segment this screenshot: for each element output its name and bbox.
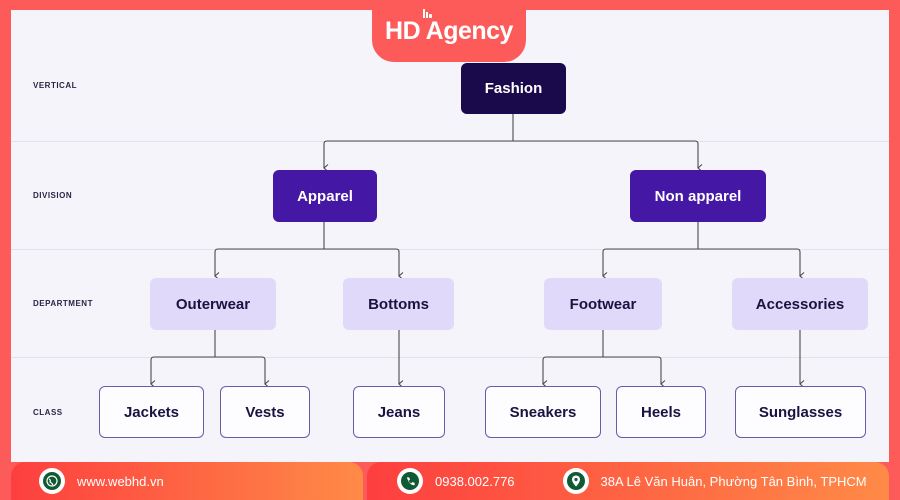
node-class-sunglasses[interactable]: Sunglasses bbox=[735, 386, 866, 438]
row-label-class: CLASS bbox=[33, 408, 63, 417]
location-pin-icon bbox=[562, 468, 589, 494]
node-department-outerwear[interactable]: Outerwear bbox=[150, 278, 276, 330]
footer-contact-bar: 0938.002.776 38A Lê Văn Huân, Phường Tân… bbox=[367, 462, 889, 500]
footer-phone[interactable]: 0938.002.776 bbox=[397, 468, 515, 494]
node-department-accessories[interactable]: Accessories bbox=[732, 278, 868, 330]
row-label-vertical: VERTICAL bbox=[33, 81, 77, 90]
node-department-bottoms[interactable]: Bottoms bbox=[343, 278, 454, 330]
brand-logo: HD Agency bbox=[372, 0, 526, 62]
node-division-apparel[interactable]: Apparel bbox=[273, 170, 377, 222]
node-class-vests[interactable]: Vests bbox=[220, 386, 310, 438]
node-class-sneakers[interactable]: Sneakers bbox=[485, 386, 601, 438]
node-department-footwear[interactable]: Footwear bbox=[544, 278, 662, 330]
footer-website-bar: www.webhd.vn bbox=[11, 462, 363, 500]
row-label-division: DIVISION bbox=[33, 191, 73, 200]
row-divider bbox=[11, 357, 889, 358]
globe-icon bbox=[39, 468, 65, 494]
logo-text: HD Agency bbox=[385, 16, 513, 45]
address-text: 38A Lê Văn Huân, Phường Tân Bình, TPHCM bbox=[600, 473, 867, 489]
footer-address[interactable]: 38A Lê Văn Huân, Phường Tân Bình, TPHCM bbox=[562, 468, 867, 494]
footer-website[interactable]: www.webhd.vn bbox=[39, 468, 164, 494]
logo-mark-icon bbox=[423, 8, 433, 18]
row-label-department: DEPARTMENT bbox=[33, 299, 93, 308]
phone-number[interactable]: 0938.002.776 bbox=[435, 473, 515, 489]
website-link[interactable]: www.webhd.vn bbox=[77, 473, 164, 489]
phone-icon bbox=[397, 468, 423, 494]
node-class-heels[interactable]: Heels bbox=[616, 386, 706, 438]
row-divider bbox=[11, 249, 889, 250]
node-class-jeans[interactable]: Jeans bbox=[353, 386, 445, 438]
node-vertical-fashion[interactable]: Fashion bbox=[461, 63, 566, 114]
node-division-non-apparel[interactable]: Non apparel bbox=[630, 170, 766, 222]
node-class-jackets[interactable]: Jackets bbox=[99, 386, 204, 438]
